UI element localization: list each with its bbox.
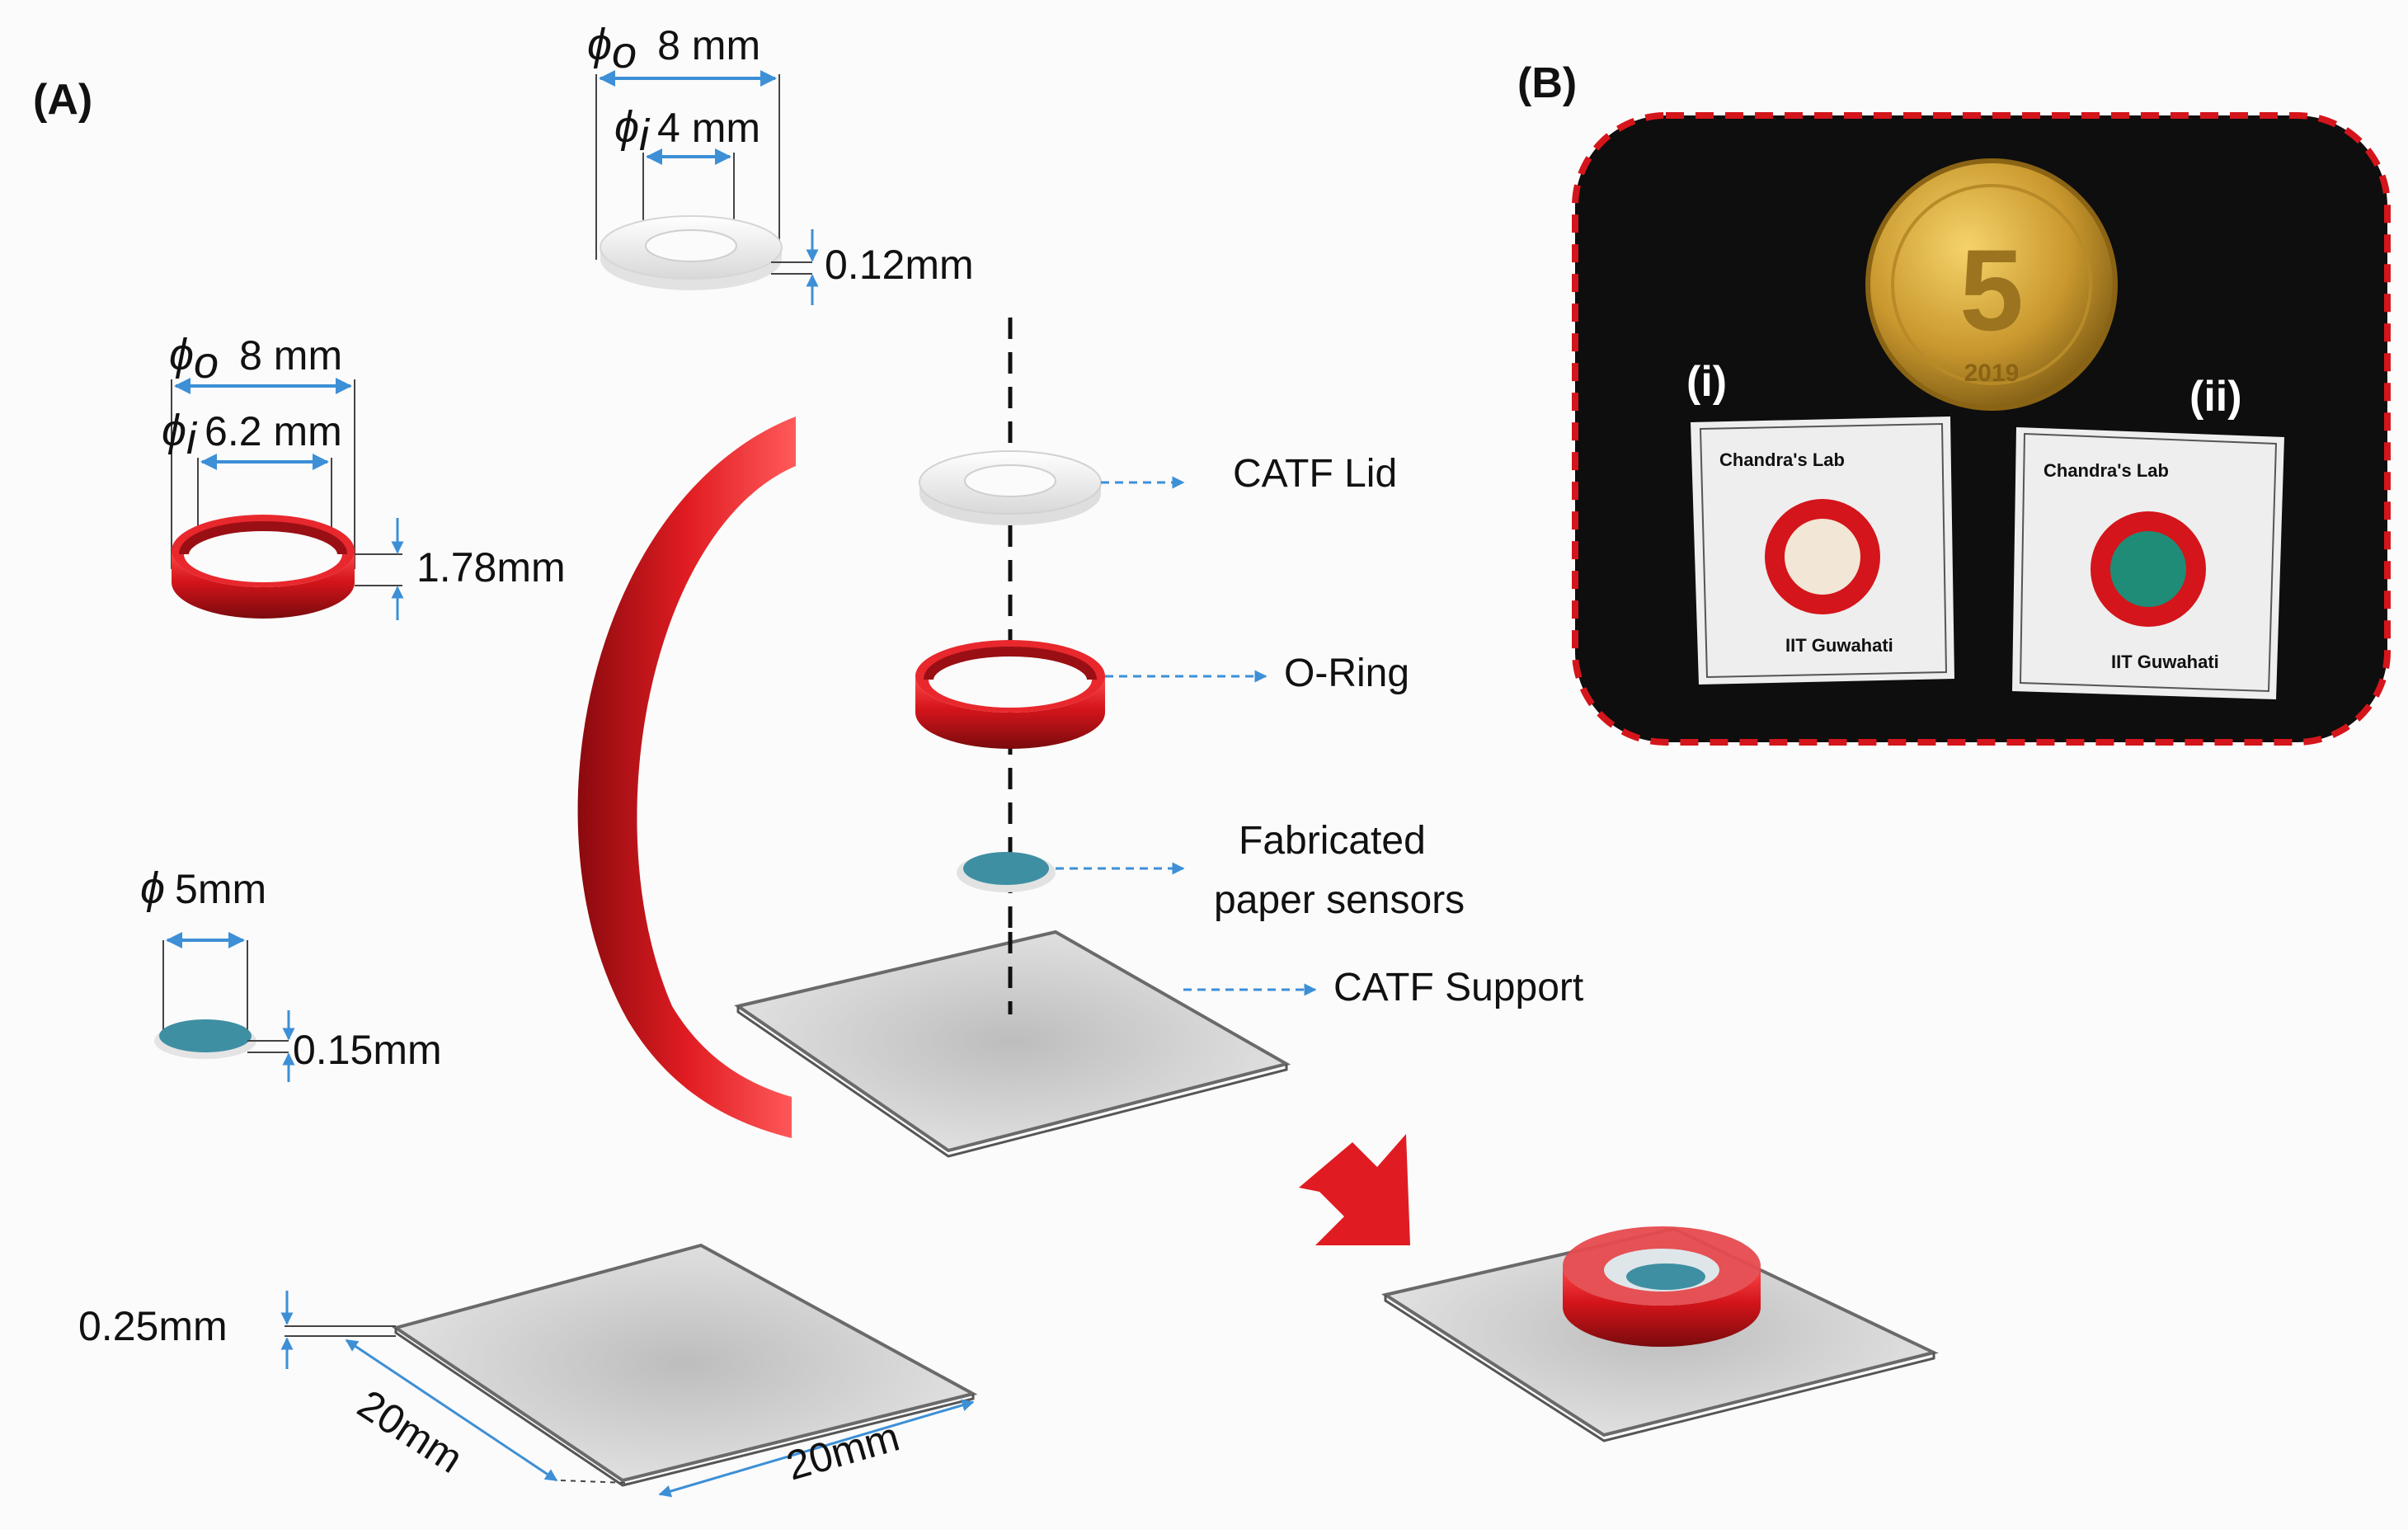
- coin-inner-ring: [1891, 184, 2092, 385]
- coin-value: 5: [1959, 225, 2024, 355]
- support-side-a-label: 20mm: [350, 1381, 471, 1482]
- assembled-oring-side: [1563, 1266, 1761, 1347]
- support-side-a-arrow: [345, 1339, 558, 1482]
- catf-support-edge: [736, 1006, 1288, 1158]
- catf-lid-edge: [919, 482, 1101, 525]
- sensor-thickness-label: 0.15mm: [293, 1027, 442, 1073]
- photo-panel: 5 2019 Chandra's Lab IIT Guwahati Chandr…: [1572, 112, 2391, 746]
- assembled-support-edge: [1384, 1295, 1935, 1442]
- support-thickness-label: 0.25mm: [78, 1303, 228, 1349]
- lid-callout-label: CATF Lid: [1233, 452, 1397, 496]
- coin: [1865, 158, 2118, 411]
- coin-image: 5 2019: [1865, 158, 2118, 411]
- card-i: Chandra's Lab IIT Guwahati: [1691, 416, 1954, 685]
- card-ii: Chandra's Lab IIT Guwahati: [2012, 427, 2284, 699]
- assembly-arc: [577, 416, 796, 1138]
- card-ii-border: [2019, 432, 2278, 693]
- oring-hole: [184, 526, 342, 582]
- card-ii-sensor-teal: [2110, 531, 2186, 607]
- label-i: (i): [1686, 358, 1727, 406]
- oring-height-label: 1.78mm: [416, 544, 566, 591]
- card-ii-top-text: Chandra's Lab: [2044, 460, 2169, 481]
- catf-support-plate: [734, 929, 1291, 1153]
- catf-lid-hole: [964, 464, 1056, 497]
- card-i-top-text: Chandra's Lab: [1719, 449, 1845, 470]
- lid-hole: [645, 229, 737, 262]
- panel-b-label: (B): [1517, 59, 1577, 107]
- oring-center-shade: [924, 647, 1097, 680]
- support-plate-edge: [394, 1328, 975, 1487]
- support-side-ext: [560, 1480, 628, 1484]
- card-i-bottom-text: IIT Guwahati: [1785, 635, 1893, 656]
- sensor-paper: [963, 852, 1049, 885]
- support-dimension-drawing: 0.25mm 20mm 20mm: [78, 1243, 978, 1498]
- sensor-callout-line2: paper sensors: [1214, 878, 1465, 922]
- card-ii-bottom-text: IIT Guwahati: [2111, 652, 2219, 672]
- card-i-border: [1699, 422, 1948, 679]
- oring-body-side: [172, 551, 355, 619]
- lid-disc-edge: [600, 247, 783, 291]
- coin-year: 2019: [1964, 360, 2020, 387]
- assembled-sensor: [1626, 1263, 1705, 1290]
- card-i-sensor-blank: [1785, 519, 1860, 595]
- support-callout-label: CATF Support: [1333, 966, 1583, 1009]
- assembly-direction-arrow: [1299, 1134, 1410, 1245]
- exploded-assembly: CATF Lid O-Ring Fabricated paper sensors…: [734, 318, 1583, 1158]
- lid-thickness-label: 0.12mm: [825, 242, 974, 288]
- label-ii: (ii): [2189, 373, 2242, 421]
- oring-inner-shade: [179, 521, 347, 555]
- sensor-disc: [159, 1019, 252, 1052]
- assembled-device: [1380, 1226, 1939, 1442]
- panel-a-label: (A): [33, 76, 92, 124]
- oring-callout-label: O-Ring: [1284, 652, 1409, 695]
- sensor-callout-line1: Fabricated: [1239, 819, 1426, 863]
- support-side-b-arrow: [658, 1399, 975, 1498]
- oring-center: [929, 652, 1092, 708]
